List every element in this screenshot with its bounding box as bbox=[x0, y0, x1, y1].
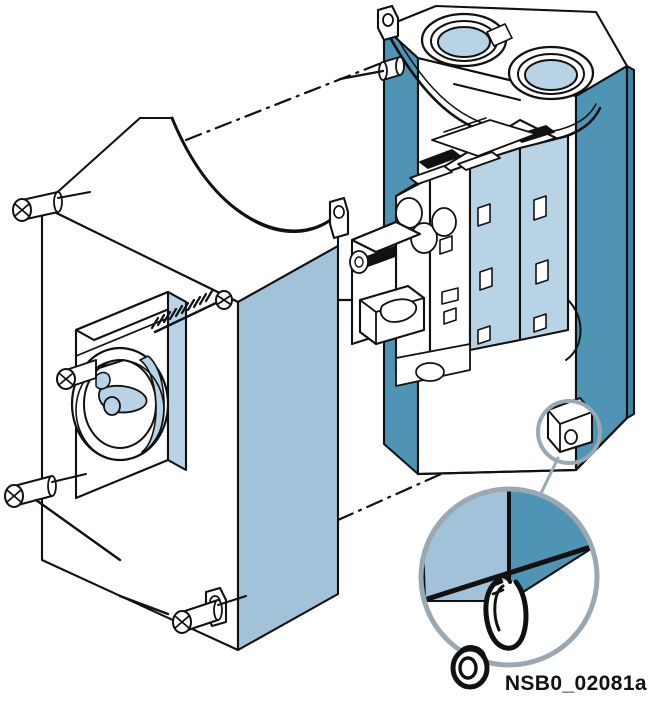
cover-scallop-edge bbox=[170, 116, 340, 233]
aux-dial-inner bbox=[354, 256, 364, 268]
alignment-line-top bbox=[184, 60, 386, 142]
mounting-lug-bottom-right bbox=[546, 396, 594, 454]
mounting-ear-top bbox=[376, 4, 400, 42]
screw-handle bbox=[150, 289, 233, 334]
pole-window-3 bbox=[431, 207, 457, 237]
enclosure-right-edge bbox=[625, 64, 636, 420]
enclosure-bottom-edge bbox=[416, 416, 629, 476]
circuit-breaker-module bbox=[349, 117, 582, 387]
screw-enclosure-top-ear bbox=[338, 56, 405, 81]
handle-plate-band bbox=[75, 317, 169, 357]
top-deck-groove bbox=[453, 83, 521, 101]
detail-source-circle bbox=[536, 399, 602, 465]
breaker-top-cap bbox=[431, 119, 537, 157]
internal-wire bbox=[565, 299, 582, 361]
breaker-toggle-lever bbox=[358, 284, 426, 346]
figure-caption: NSB0_02081a bbox=[504, 672, 647, 695]
breaker-side-plate-3 bbox=[518, 134, 570, 342]
top-deck-rib bbox=[486, 23, 513, 47]
breaker-base-hole bbox=[415, 362, 445, 382]
breaker-vents bbox=[439, 195, 549, 345]
padlock-eyelet bbox=[450, 645, 490, 690]
handle-knob-hub bbox=[103, 396, 121, 416]
aux-block-top bbox=[350, 220, 422, 254]
handle-knob-accent bbox=[139, 355, 165, 453]
screw-mid-left bbox=[4, 473, 122, 562]
handle-knob-marker bbox=[95, 371, 111, 390]
cover-ear-top bbox=[328, 196, 350, 240]
screw-top-left bbox=[12, 191, 91, 222]
handle-knob-base bbox=[75, 359, 165, 461]
screw-bottom bbox=[118, 594, 247, 634]
screw-handle-left bbox=[56, 359, 125, 390]
breaker-side-plate-2 bbox=[468, 146, 522, 352]
cover-right-face bbox=[236, 244, 340, 652]
cover-fixing-screws bbox=[4, 191, 247, 634]
detail-magnified-circle bbox=[418, 486, 600, 690]
rotary-operating-handle bbox=[56, 289, 233, 500]
breaker-top-rib-a bbox=[443, 117, 487, 133]
cable-knockout-2 bbox=[507, 45, 595, 101]
breaker-side-plate-1 bbox=[428, 162, 472, 360]
